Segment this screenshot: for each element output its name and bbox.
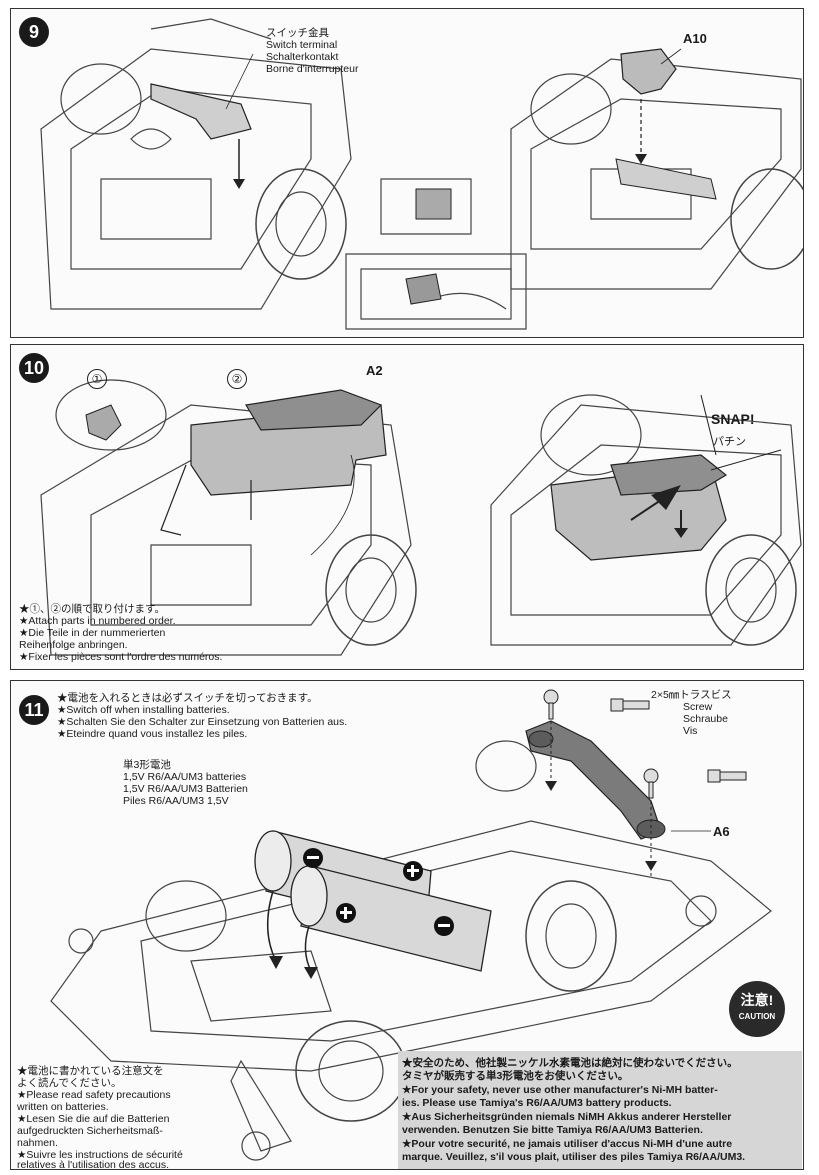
safety-note-line-7: nahmen. [17, 1137, 58, 1149]
safety-note-line-5: ★Lesen Sie die auf die Batterien [17, 1113, 170, 1125]
caution-text-line-2: タミヤが販売する単3形電池をお使いください。 [402, 1070, 629, 1082]
safety-note-line-2: よく読んでください。 [17, 1077, 122, 1089]
safety-note-line-9: relatives à l'utilisation des accus. [17, 1159, 169, 1170]
battery-label-de: 1,5V R6/AA/UM3 Batterien [123, 783, 248, 795]
step-number: 9 [19, 17, 49, 47]
switch-terminal-label-jp: スイッチ金具 [266, 27, 329, 39]
order-note-fr: ★Fixer les pièces sont l'ordre des numér… [19, 651, 223, 663]
switch-terminal-label-en: Switch terminal [266, 39, 338, 51]
caution-box: ★安全のため、他社製ニッケル水素電池は絶対に使わないでください。 タミヤが販売す… [398, 1051, 802, 1169]
order-note-jp: ★①、②の順で取り付けます。 [19, 603, 165, 615]
step-number: 11 [19, 695, 49, 725]
caution-text-line-8: marque. Veuillez, s'il vous plait, utili… [402, 1151, 746, 1163]
step-10-panel: 10 [10, 344, 804, 670]
caution-text-line-7: ★Pour votre securité, ne jamais utiliser… [402, 1138, 733, 1150]
step-11-panel: 11 ★電池を入れるときは必ずスイッチを切っておきます。 ★Switch off… [10, 680, 804, 1170]
battery-label-jp: 単3形電池 [123, 759, 171, 771]
step-marker-1: ① [87, 369, 107, 389]
screw-label-jp: 2×5㎜トラスビス [651, 689, 732, 701]
caution-text-line-3: ★For your safety, never use other manufa… [402, 1084, 718, 1096]
safety-note-line-3: ★Please read safety precautions [17, 1089, 171, 1101]
step-9-panel: 9 [10, 8, 804, 338]
caution-text-line-6: verwenden. Benutzen Sie bitte Tamiya R6/… [402, 1124, 703, 1136]
caution-text-line-1: ★安全のため、他社製ニッケル水素電池は絶対に使わないでください。 [402, 1057, 738, 1069]
caution-text-line-5: ★Aus Sicherheitsgründen niemals NiMH Akk… [402, 1111, 732, 1123]
caution-badge: 注意! CAUTION [729, 981, 785, 1037]
part-label-a2: A2 [366, 363, 383, 378]
safety-note-line-8: ★Suivre les instructions de sécurité [17, 1149, 183, 1161]
order-note-de-1: ★Die Teile in der nummerierten [19, 627, 166, 639]
screw-label-fr: Vis [683, 725, 698, 737]
switch-note-de: ★Schalten Sie den Schalter zur Einsetzun… [57, 716, 348, 728]
safety-note-line-4: written on batteries. [17, 1101, 109, 1113]
step-number: 10 [19, 353, 49, 383]
switch-terminal-label-fr: Borne d'interrupteur [266, 63, 359, 75]
caution-badge-en: CAUTION [738, 1012, 776, 1021]
order-note-de-2: Reihenfolge anbringen. [19, 639, 128, 651]
switch-note-en: ★Switch off when installing batteries. [57, 704, 230, 716]
switch-note-fr: ★Eteindre quand vous installez les piles… [57, 728, 248, 740]
snap-label-jp: パチン [713, 436, 746, 448]
caution-text-line-4: ies. Please use Tamiya's R6/AA/UM3 batte… [402, 1097, 672, 1109]
switch-note-jp: ★電池を入れるときは必ずスイッチを切っておきます。 [57, 692, 318, 704]
battery-label-fr: Piles R6/AA/UM3 1,5V [123, 795, 229, 807]
part-label-a6: A6 [713, 824, 730, 839]
step-11-illustration [50, 689, 772, 1161]
safety-note-line-1: ★電池に書かれている注意文を [17, 1065, 164, 1077]
order-note-en: ★Attach parts in numbered order. [19, 615, 176, 627]
step-marker-2: ② [227, 369, 247, 389]
snap-label: SNAP! [711, 411, 755, 427]
step-9-illustration [40, 18, 803, 330]
step-10-illustration [40, 379, 802, 656]
screw-label-de: Schraube [683, 713, 728, 725]
switch-terminal-label-de: Schalterkontakt [266, 51, 339, 63]
safety-note-line-6: aufgedruckten Sicherheitsmaß- [17, 1125, 163, 1137]
battery-label-en: 1,5V R6/AA/UM3 batteries [123, 771, 247, 783]
part-label-a10: A10 [683, 31, 707, 46]
caution-badge-jp: 注意! [740, 992, 774, 1008]
screw-label-en: Screw [683, 701, 713, 713]
